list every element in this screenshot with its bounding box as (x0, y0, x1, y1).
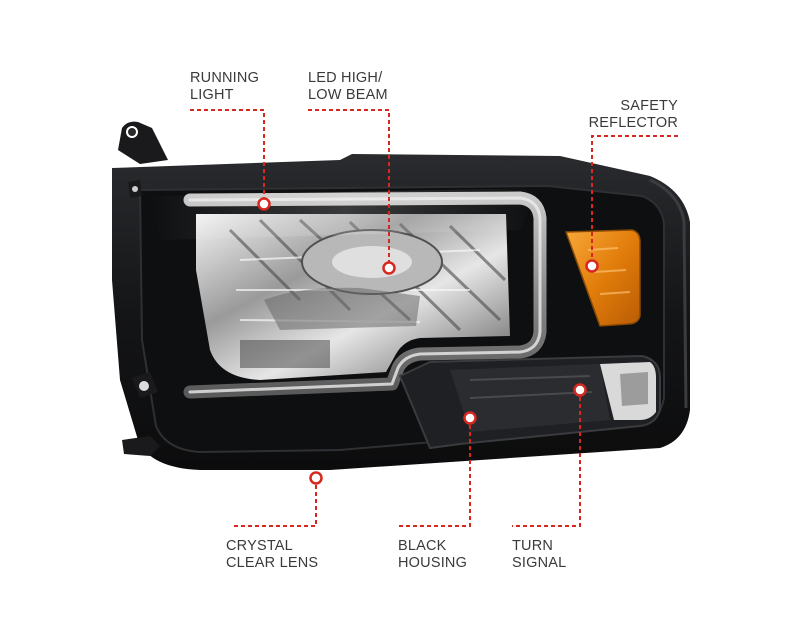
label-black-housing-line1: BLACK (398, 538, 447, 554)
label-black-housing-line2: HOUSING (398, 555, 468, 571)
callout-line-safety-reflector (591, 135, 678, 264)
label-safety-reflector-line1: SAFETY (620, 98, 678, 114)
callout-line-led-beam (308, 109, 390, 266)
callout-line-crystal-lens (232, 478, 317, 527)
dot-led-beam (382, 261, 396, 275)
callout-dots (257, 197, 599, 485)
label-safety-reflector-line2: REFLECTOR (588, 115, 678, 131)
label-safety-reflector: SAFETY REFLECTOR (578, 98, 678, 132)
safety-reflector (564, 229, 641, 327)
turn-signal-chamber (398, 354, 661, 450)
label-crystal-lens-line2: CLEAR LENS (226, 555, 319, 571)
label-turn-signal: TURN SIGNAL (512, 538, 566, 572)
dot-black-housing (463, 411, 477, 425)
callout-line-running-light (190, 109, 265, 200)
mounting-bracket-lower (122, 180, 160, 456)
label-running-light-line1: RUNNING (190, 70, 260, 86)
dot-turn-signal (573, 383, 587, 397)
label-led-beam: LED HIGH/ LOW BEAM (308, 70, 388, 104)
callout-line-black-housing (398, 418, 471, 527)
mounting-tab-top (118, 121, 168, 164)
dot-safety-reflector (585, 259, 599, 273)
callout-lines (190, 109, 678, 527)
label-led-beam-line1: LED HIGH/ (308, 70, 383, 86)
dot-crystal-lens (309, 471, 323, 485)
led-projector-chamber (196, 214, 510, 380)
callout-line-turn-signal (512, 390, 581, 527)
label-crystal-lens: CRYSTAL CLEAR LENS (226, 538, 318, 572)
label-running-light-line2: LIGHT (190, 87, 234, 103)
label-running-light: RUNNING LIGHT (190, 70, 259, 104)
label-turn-signal-line2: SIGNAL (512, 555, 567, 571)
label-led-beam-line2: LOW BEAM (308, 87, 388, 103)
label-black-housing: BLACK HOUSING (398, 538, 467, 572)
label-crystal-lens-line1: CRYSTAL (226, 538, 293, 554)
label-turn-signal-line1: TURN (512, 538, 554, 554)
dot-running-light (257, 197, 271, 211)
